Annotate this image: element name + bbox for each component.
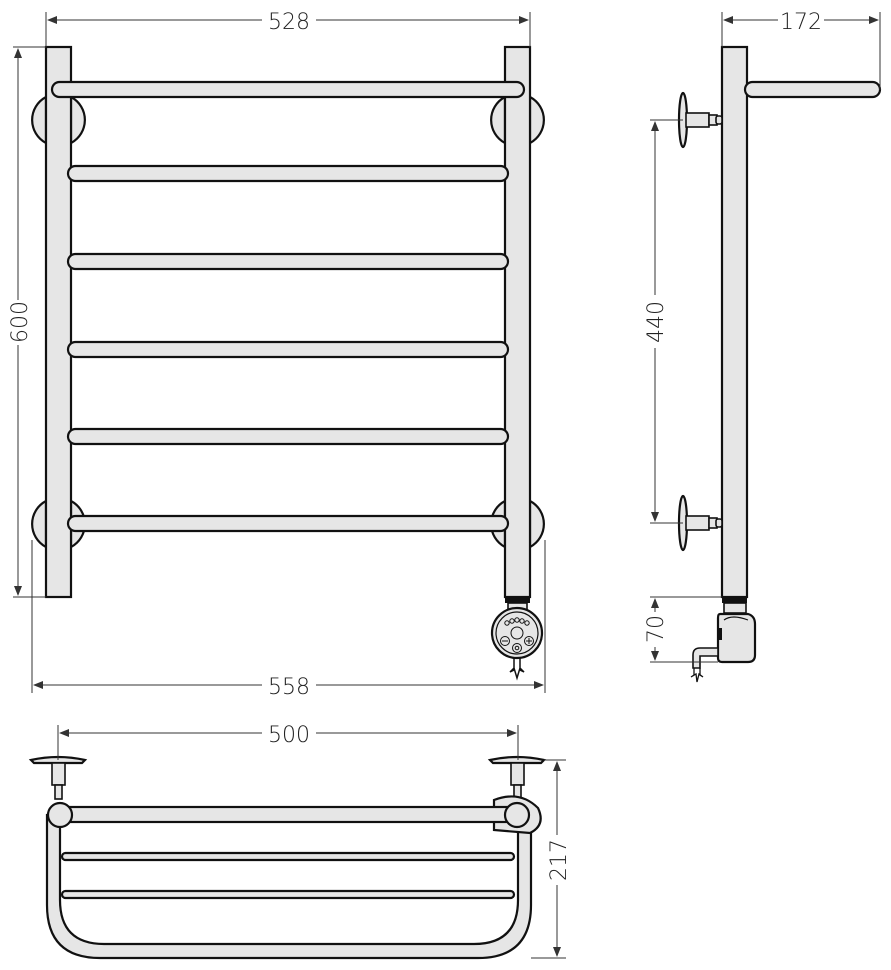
power-button-icon [512,643,522,653]
dimension-label: 558 [268,675,310,700]
top-view-bar-2 [60,889,516,900]
dimension-600: 600 [8,46,46,598]
dimension-217: 217 [531,759,572,959]
dimension-label: 172 [780,10,822,35]
side-top-bar [743,80,882,99]
dimension-label: 217 [547,839,572,881]
heater-control-dial [490,606,544,660]
dimension-172: 172 [721,10,881,90]
left-bottom-mount-disc [31,499,48,549]
heater-element [490,597,544,681]
dimension-528: 528 [45,10,531,47]
right-top-mount-disc [490,95,507,145]
plus-button-icon [524,636,534,646]
side-heater-element [690,597,757,683]
dimension-label: 600 [8,301,33,343]
crossbar-3 [66,340,510,359]
dimension-440: 440 [644,119,683,524]
crossbar-5 [66,514,510,533]
top-view: 500 217 [28,723,572,960]
top-left-wall-mount [28,755,88,800]
dimension-label: 70 [644,615,669,643]
left-top-mount-disc [31,95,48,145]
right-joint [503,801,531,829]
top-right-wall-mount [487,755,547,800]
crossbar-4 [66,427,510,446]
power-cord [509,658,525,681]
side-top-bracket [677,91,723,149]
front-view: 528 600 558 [8,10,546,700]
side-bottom-bracket [677,494,723,552]
top-view-shelf-bar [58,805,520,824]
right-vertical-pipe [503,45,532,599]
left-joint [46,801,74,829]
top-shelf-bar [50,80,526,99]
side-view: 172 440 70 [644,10,882,683]
crossbar-1 [66,164,510,183]
top-view-bar-1 [60,851,516,862]
left-vertical-pipe [44,45,73,599]
u-frame-outer [45,813,533,960]
dimension-label: 440 [644,301,669,343]
minus-button-icon [500,636,510,646]
crossbar-2 [66,252,510,271]
dimension-500: 500 [57,723,519,760]
side-vertical-pipe [720,45,749,599]
dimension-label: 500 [268,723,310,748]
dimension-label: 528 [268,10,310,35]
dimension-558: 558 [31,540,546,700]
dimension-70: 70 [644,596,722,663]
